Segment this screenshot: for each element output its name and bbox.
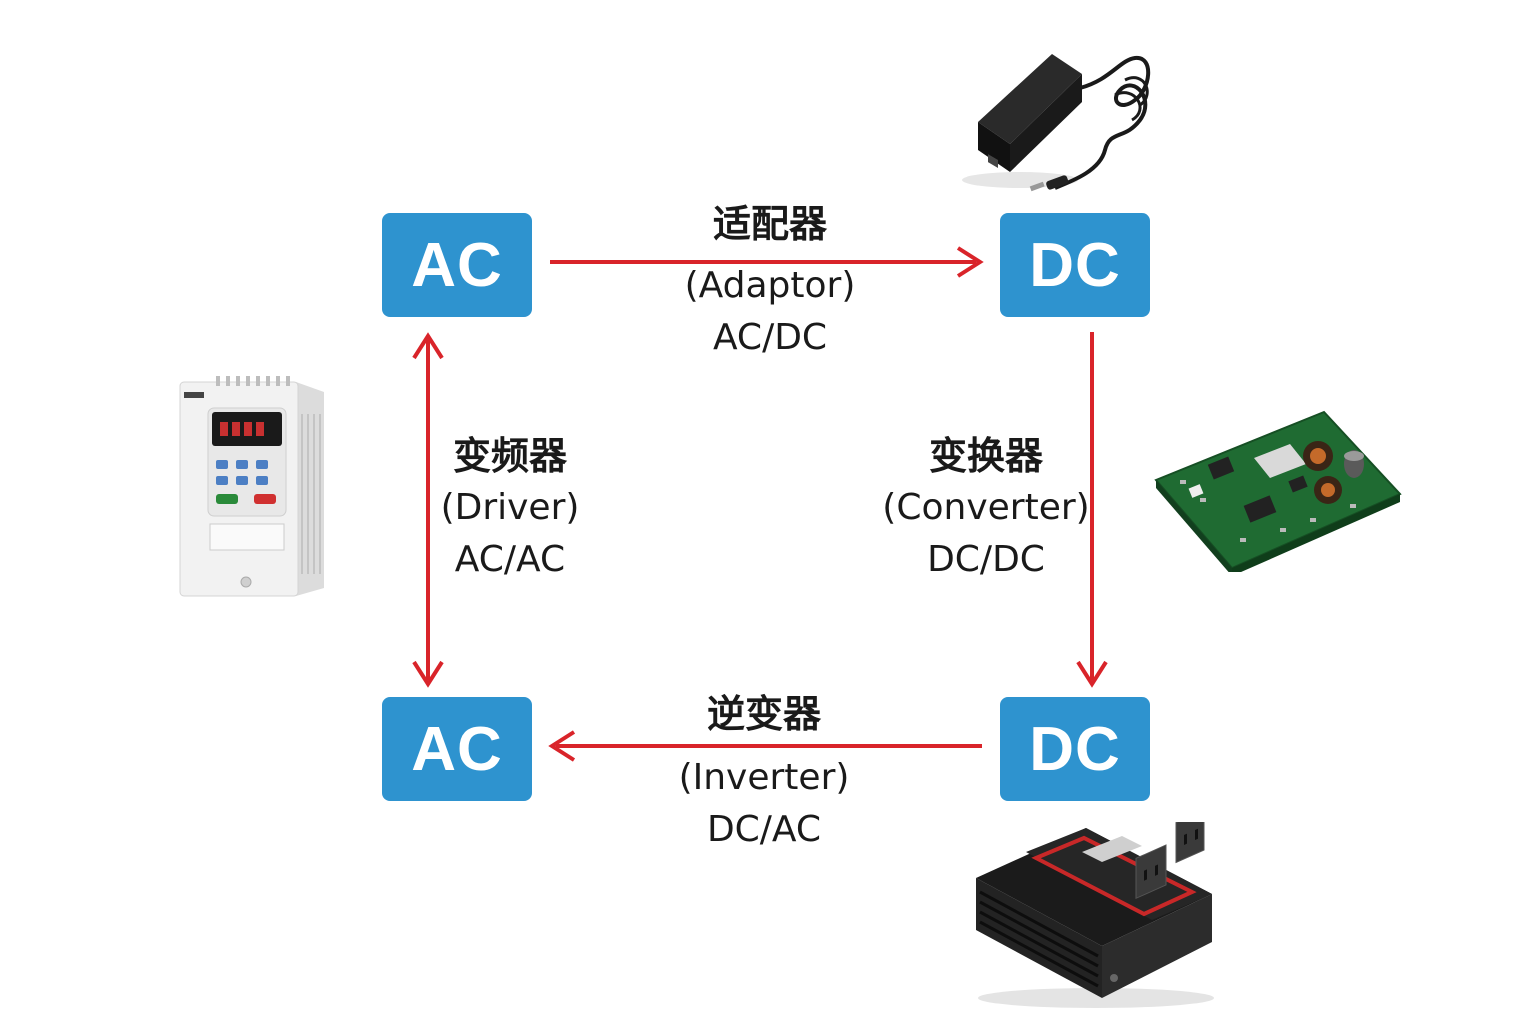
node-ac-top-label: AC (411, 230, 503, 300)
driver-type: AC/AC (454, 539, 566, 580)
label-driver: 变频器 (Driver) AC/AC (380, 430, 640, 586)
driver-name-cn: 变频器 (452, 434, 567, 478)
node-ac-bottom: AC (382, 697, 532, 801)
converter-type: DC/DC (927, 539, 1045, 580)
converter-name-en: (Converter) (882, 487, 1090, 528)
frequency-drive-icon (179, 376, 324, 597)
node-ac-bottom-label: AC (411, 714, 503, 784)
arrow-converter (1076, 332, 1108, 688)
adaptor-name-en: (Adaptor) (684, 265, 856, 306)
node-dc-bottom-label: DC (1029, 714, 1121, 784)
pcb-board-icon (1154, 410, 1402, 572)
inverter-type: DC/AC (706, 809, 822, 850)
node-dc-top: DC (1000, 213, 1150, 317)
converter-name-cn: 变换器 (928, 434, 1043, 478)
driver-name-en: (Driver) (440, 487, 580, 528)
arrow-inverter (548, 730, 982, 762)
arrow-adaptor (550, 246, 984, 278)
adaptor-type: AC/DC (712, 317, 828, 358)
inverter-name-en: (Inverter) (678, 757, 850, 798)
power-adapter-icon (962, 54, 1151, 192)
label-inverter: 逆变器 (Inverter) DC/AC (614, 688, 914, 856)
power-inverter-icon (976, 822, 1214, 1008)
node-dc-bottom: DC (1000, 697, 1150, 801)
adaptor-name-cn: 适配器 (712, 202, 827, 246)
inverter-name-cn: 逆变器 (706, 692, 821, 736)
node-dc-top-label: DC (1029, 230, 1121, 300)
label-converter: 变换器 (Converter) DC/DC (856, 430, 1116, 586)
arrow-driver (412, 332, 444, 688)
node-ac-top: AC (382, 213, 532, 317)
label-adaptor: 适配器 (Adaptor) AC/DC (620, 198, 920, 364)
